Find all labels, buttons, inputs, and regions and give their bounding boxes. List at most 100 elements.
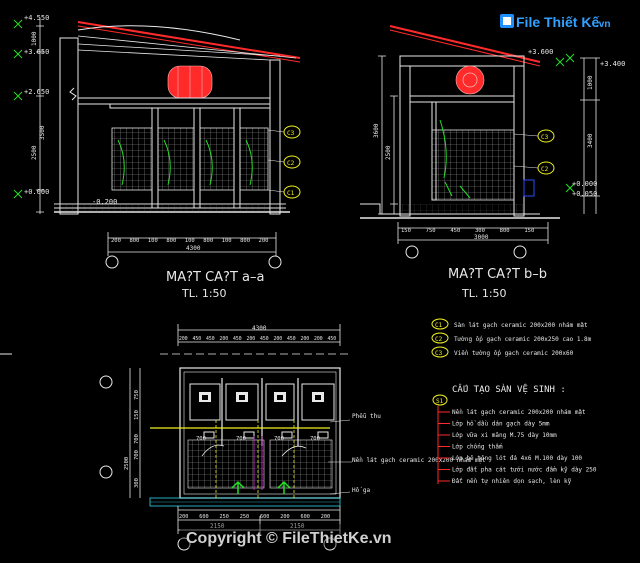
floor-spec: CẤU TẠO SÀN VỆ SINH : S1 Nền lát gạch ce… bbox=[432, 383, 597, 485]
section-a-drawing bbox=[13, 18, 301, 269]
dim-label: 250 bbox=[220, 514, 229, 520]
dim-label: 700 bbox=[134, 434, 140, 444]
dim-label: 450 bbox=[193, 336, 202, 342]
callout-floor-tile: Nền lát gạch ceramic 200x200 nhám mặt bbox=[352, 457, 486, 464]
dim-label: 2500 bbox=[385, 145, 392, 160]
dim-label: 800 bbox=[203, 238, 213, 244]
dim-label: 450 bbox=[206, 336, 215, 342]
floor-spec-layers: Nền lát gạch ceramic 200x200 nhám mặtLớp… bbox=[438, 409, 597, 485]
dim-label: 150 bbox=[134, 410, 140, 420]
level-label: +0.000 bbox=[24, 188, 49, 196]
section-b-title: MA?T CA?T b–b bbox=[448, 267, 547, 282]
dim-label: 200 bbox=[220, 336, 229, 342]
legend-item: C1 Sàn lát gạch ceramic 200x200 nhám mặt bbox=[431, 318, 588, 330]
bottom-dim-row: 150 750 450 300 800 150 bbox=[401, 228, 534, 234]
dim-label: 800 bbox=[500, 228, 510, 234]
level-label: +0.050 bbox=[572, 190, 597, 198]
level-label: +3.600 bbox=[528, 48, 553, 56]
level-label: +0.000 bbox=[572, 180, 597, 188]
dim-label: 700 bbox=[274, 436, 284, 442]
plan-inner-dims: 700 700 700 700 bbox=[196, 436, 320, 442]
tag-c1: C1 bbox=[287, 190, 295, 197]
level-label: +3.400 bbox=[600, 60, 625, 68]
floor-spec-tag: S1 bbox=[436, 398, 444, 405]
dim-label: 2500 bbox=[31, 145, 38, 160]
watermark-logo-text: File Thiết Kế bbox=[516, 14, 599, 30]
legend-tag: C1 bbox=[435, 322, 443, 329]
dim-label: 300 bbox=[134, 478, 140, 488]
dim-label: 200 bbox=[314, 336, 323, 342]
dim-label: 200 bbox=[301, 336, 310, 342]
plan-left-dim-col: 2500 750 150 700 700 300 bbox=[124, 390, 140, 488]
spec-layer-text: Lớp vữa xi măng M.75 dày 10mm bbox=[452, 432, 557, 439]
dim-label: 3600 bbox=[373, 123, 380, 138]
level-label: +3.650 bbox=[24, 48, 49, 56]
level-label: -0.200 bbox=[92, 198, 117, 206]
dim-label: 3400 bbox=[587, 133, 594, 148]
dim-label: 700 bbox=[196, 436, 206, 442]
dim-label: 450 bbox=[287, 336, 296, 342]
plan-top-dim-row: 200 450 450 200 450 200 450 200 450 200 200 450 bbox=[179, 336, 336, 342]
dim-label: 1000 bbox=[587, 75, 594, 90]
dim-label: 300 bbox=[475, 228, 485, 234]
legend-item: C2 Tường ốp gạch ceramic 200x250 cao 1.8… bbox=[431, 332, 592, 344]
section-a-title: MA?T CA?T a–a bbox=[166, 270, 264, 285]
legend-item: C3 Viền tường ốp gạch ceramic 200x60 bbox=[431, 346, 574, 358]
dim-label: 800 bbox=[166, 238, 176, 244]
callout-pit: Hố ga bbox=[352, 487, 370, 494]
dim-label: 200 bbox=[274, 336, 283, 342]
tag-c3: C3 bbox=[541, 134, 549, 141]
dim-label: 150 bbox=[524, 228, 534, 234]
dim-label: 1000 bbox=[31, 31, 38, 46]
watermark-footer-text: Copyright © FileThietKe.vn bbox=[186, 530, 392, 547]
spec-layer-text: Đất nền tự nhiên dọn sạch, lèn kỹ bbox=[452, 478, 572, 485]
spec-layer-text: Lớp đất pha cát tưới nước đầm kỹ dày 250 bbox=[452, 467, 597, 474]
dim-label: 450 bbox=[328, 336, 337, 342]
level-label: +2.650 bbox=[24, 88, 49, 96]
plan-top-total: 4300 bbox=[252, 325, 267, 332]
legend-tag: C3 bbox=[435, 350, 443, 357]
dim-label: 750 bbox=[134, 390, 140, 400]
spec-layer-text: Lớp bê tông lót đá 4x6 M.100 dày 100 bbox=[452, 455, 582, 462]
dim-label: 200 bbox=[179, 514, 188, 520]
section-b-scale: TL. 1:50 bbox=[461, 287, 507, 300]
dim-label: 450 bbox=[450, 228, 460, 234]
plan-bottom-total: 2150 bbox=[290, 523, 305, 530]
level-label: +4.550 bbox=[24, 14, 49, 22]
dim-label: 700 bbox=[310, 436, 320, 442]
legend-text: Sàn lát gạch ceramic 200x200 nhám mặt bbox=[454, 322, 588, 329]
watermark-footer: Copyright © FileThietKe.vn bbox=[180, 524, 456, 548]
dim-label: 800 bbox=[240, 238, 250, 244]
tag-c2: C2 bbox=[541, 166, 549, 173]
watermark-logo: File Thiết Kế .vn bbox=[500, 14, 610, 30]
callout-drain: Phễu thu bbox=[352, 413, 381, 420]
dim-label: 200 bbox=[280, 514, 289, 520]
dim-label: 200 bbox=[247, 336, 256, 342]
dim-label: 450 bbox=[260, 336, 269, 342]
dim-label: 100 bbox=[222, 238, 232, 244]
floor-spec-title: CẤU TẠO SÀN VỆ SINH : bbox=[452, 383, 566, 395]
floor-plan-labels: 4300 200 450 450 200 450 200 450 200 450 200 200 45… bbox=[124, 325, 486, 530]
dim-total: 4300 bbox=[186, 245, 201, 252]
tag-c3: C3 bbox=[287, 130, 295, 137]
dim-label: 100 bbox=[185, 238, 195, 244]
legend: C1 Sàn lát gạch ceramic 200x200 nhám mặt… bbox=[431, 318, 592, 358]
section-a-scale: TL. 1:50 bbox=[181, 287, 227, 300]
dim-label: 2500 bbox=[124, 457, 130, 470]
plan-bottom-total: 2150 bbox=[210, 523, 225, 530]
dim-label: 700 bbox=[134, 450, 140, 460]
dim-label: 600 bbox=[199, 514, 208, 520]
dim-label: 3500 bbox=[39, 125, 46, 140]
dim-total: 3000 bbox=[474, 234, 489, 241]
dim-label: 700 bbox=[236, 436, 246, 442]
dim-label: 150 bbox=[401, 228, 411, 234]
floor-plan-drawing bbox=[0, 324, 352, 551]
dim-label: 800 bbox=[129, 238, 139, 244]
dim-label: 750 bbox=[426, 228, 436, 234]
dim-label: 200 bbox=[179, 336, 188, 342]
dim-label: 450 bbox=[233, 336, 242, 342]
section-a-labels: +4.550 +3.650 +2.650 +0.000 -0.200 1000 … bbox=[24, 14, 295, 300]
